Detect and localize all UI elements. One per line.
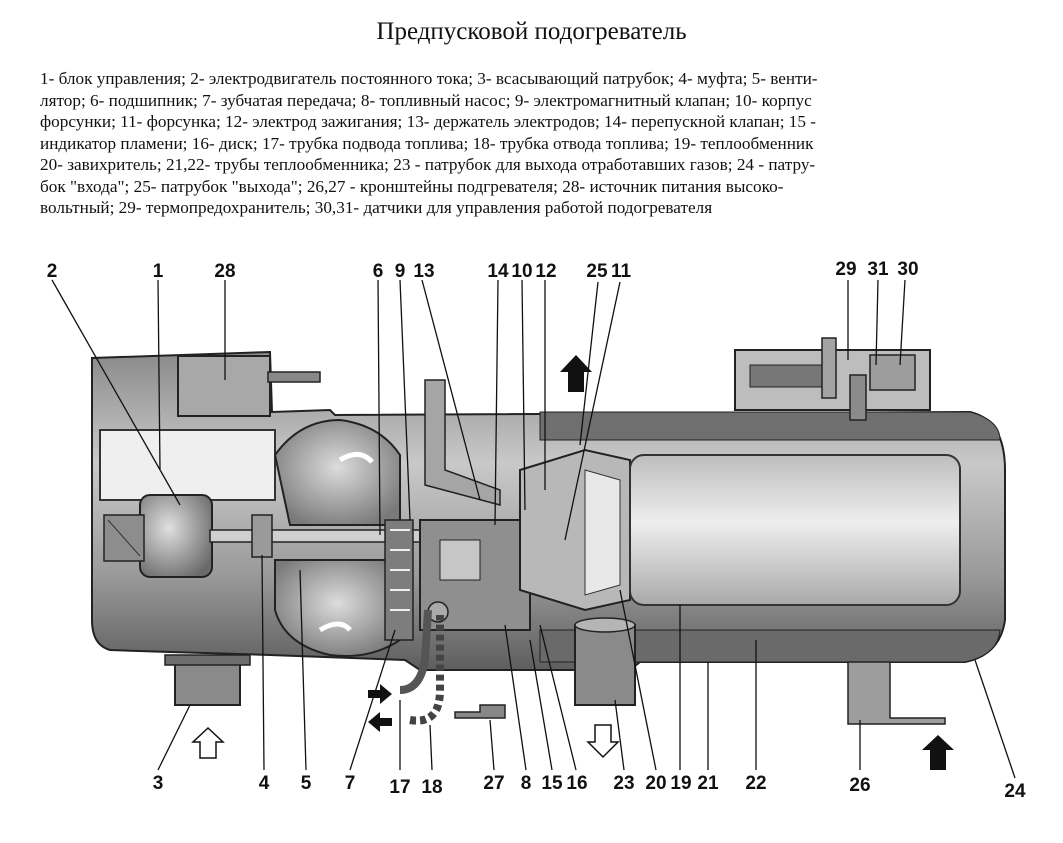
callout-label: 9	[395, 261, 406, 282]
callout-label: 10	[511, 261, 532, 282]
callout-label: 11	[611, 261, 632, 282]
callout-label: 18	[421, 777, 442, 798]
callout-label: 5	[301, 773, 312, 794]
caption-line: индикатор пламени; 16- диск; 17- трубка …	[40, 133, 814, 153]
callout-label: 4	[259, 773, 270, 794]
callout-label: 16	[566, 773, 587, 794]
callout-label: 29	[835, 259, 856, 280]
callout-label: 28	[214, 261, 235, 282]
gear-train	[384, 519, 414, 641]
callout-label: 20	[645, 773, 666, 794]
caption-line: бок "входа"; 25- патрубок "выхода"; 26,2…	[40, 176, 784, 196]
bracket-27	[454, 704, 506, 719]
callout-labels: 2 1 28 6 9 13 14 10 12 25 11 29 31 30 3 …	[47, 259, 1026, 802]
control-block	[99, 355, 321, 501]
callout-label: 12	[535, 261, 556, 282]
caption-line: 1- блок управления; 2- электродвигатель …	[40, 69, 818, 88]
caption-line: 20- завихритель; 21,22- трубы теплообмен…	[40, 155, 816, 174]
callout-label: 2	[47, 261, 58, 282]
caption-line: вольтный; 29- термопредохранитель; 30,31…	[40, 198, 713, 217]
callout-label: 6	[373, 261, 384, 282]
caption-line: форсунки; 11- форсунка; 12- электрод заж…	[40, 112, 816, 131]
callout-label: 3	[153, 773, 164, 794]
callout-label: 31	[867, 259, 889, 280]
page-title: Предпусковой подогреватель	[376, 18, 687, 45]
callout-label: 27	[483, 773, 504, 794]
callout-label: 23	[613, 773, 634, 794]
sensor-box	[734, 337, 931, 421]
callout-label: 1	[153, 261, 164, 282]
callout-label: 14	[487, 261, 509, 282]
leader-lines	[51, 279, 1016, 779]
flow-arrows	[191, 355, 954, 770]
callout-label: 7	[345, 773, 356, 794]
callout-label: 24	[1004, 781, 1026, 802]
callout-label: 17	[389, 777, 410, 798]
callout-label: 26	[849, 775, 870, 796]
callout-label: 30	[897, 259, 918, 280]
callout-label: 22	[745, 773, 766, 794]
bracket-26	[847, 661, 946, 725]
fuel-supply-line	[399, 609, 432, 694]
coupling	[251, 514, 273, 558]
heat-exchanger-chamber	[629, 454, 961, 606]
fuel-return-line	[409, 615, 444, 725]
electric-motor	[103, 494, 213, 578]
legend-caption: 1- блок управления; 2- электродвигатель …	[40, 68, 1025, 219]
callout-label: 19	[670, 773, 691, 794]
callout-label: 13	[413, 261, 434, 282]
callout-label: 15	[541, 773, 563, 794]
exhaust-outlet	[574, 617, 636, 706]
fan-impeller	[273, 418, 401, 657]
burner-head	[519, 448, 631, 612]
callout-label: 25	[586, 261, 608, 282]
callout-label: 21	[697, 773, 719, 794]
caption-line: лятор; 6- подшипник; 7- зубчатая передач…	[40, 90, 812, 110]
intake-pipe	[164, 654, 251, 706]
callout-label: 8	[521, 773, 532, 794]
